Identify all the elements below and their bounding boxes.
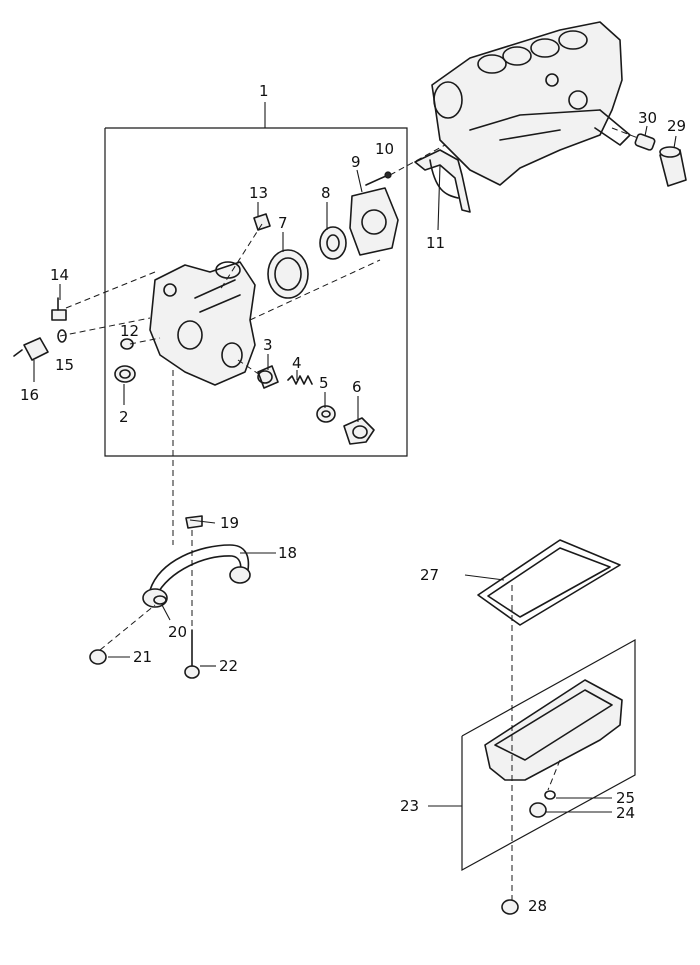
callout-20: 20 — [168, 623, 187, 641]
callout-28: 28 — [528, 897, 547, 915]
engine-block — [431, 21, 631, 186]
callout-22: 22 — [219, 657, 238, 675]
screw-10 — [365, 171, 392, 186]
bolt-14 — [51, 297, 67, 321]
callout-7: 7 — [278, 214, 288, 232]
callout-16: 16 — [20, 386, 39, 404]
o-ring-15 — [57, 329, 67, 343]
callout-27: 27 — [420, 566, 439, 584]
callout-5: 5 — [319, 374, 329, 392]
leader-lines — [33, 125, 677, 813]
callout-10: 10 — [375, 140, 394, 158]
drain-washer-25 — [544, 790, 556, 800]
bolt-22 — [184, 629, 200, 679]
callout-15: 15 — [55, 356, 74, 374]
callout-23: 23 — [400, 797, 419, 815]
gasket-20 — [153, 595, 167, 605]
callout-29: 29 — [667, 117, 686, 135]
callout-6: 6 — [352, 378, 362, 396]
rear-seal-plate — [414, 149, 471, 213]
callout-25: 25 — [616, 789, 635, 807]
oil-filter-fitting — [634, 133, 656, 151]
callout-9: 9 — [351, 153, 361, 171]
callout-1: 1 — [259, 82, 269, 100]
bracket-19 — [185, 515, 203, 529]
washer-5 — [316, 405, 336, 423]
bolt-28 — [501, 899, 519, 915]
callout-11: 11 — [426, 234, 445, 252]
callout-12: 12 — [120, 322, 139, 340]
callout-labels: 1 2 3 4 5 6 7 8 9 10 11 12 13 14 15 16 1… — [20, 82, 686, 915]
plug-6 — [343, 417, 375, 445]
pump-cover-9 — [349, 187, 399, 256]
oil-pan-box — [461, 638, 636, 872]
oil-filter — [659, 146, 687, 187]
nut-13 — [253, 213, 271, 231]
callout-4: 4 — [292, 354, 302, 372]
inner-rotor-8 — [319, 226, 347, 260]
callout-13: 13 — [249, 184, 268, 202]
callout-14: 14 — [50, 266, 69, 284]
relief-plunger-3 — [257, 365, 279, 389]
callout-21: 21 — [133, 648, 152, 666]
callout-8: 8 — [321, 184, 331, 202]
callout-19: 19 — [220, 514, 239, 532]
relief-spring-4 — [287, 375, 313, 385]
callout-24: 24 — [616, 804, 635, 822]
oil-seal-2 — [114, 365, 136, 383]
oil-pressure-switch-16 — [13, 337, 49, 361]
drain-plug-24 — [529, 802, 547, 818]
outer-rotor-7 — [267, 249, 309, 299]
bolt-21 — [89, 649, 107, 665]
oil-strainer-18 — [142, 544, 251, 608]
oil-pump-assembly-box — [104, 102, 408, 457]
callout-2: 2 — [119, 408, 129, 426]
oil-pan-23 — [484, 679, 623, 781]
plug-12 — [120, 338, 134, 350]
oil-pan-gasket-27 — [477, 539, 621, 626]
callout-18: 18 — [278, 544, 297, 562]
callout-3: 3 — [263, 336, 273, 354]
callout-30: 30 — [638, 109, 657, 127]
oil-pump-body — [149, 261, 256, 386]
alignment-lines — [59, 127, 639, 900]
